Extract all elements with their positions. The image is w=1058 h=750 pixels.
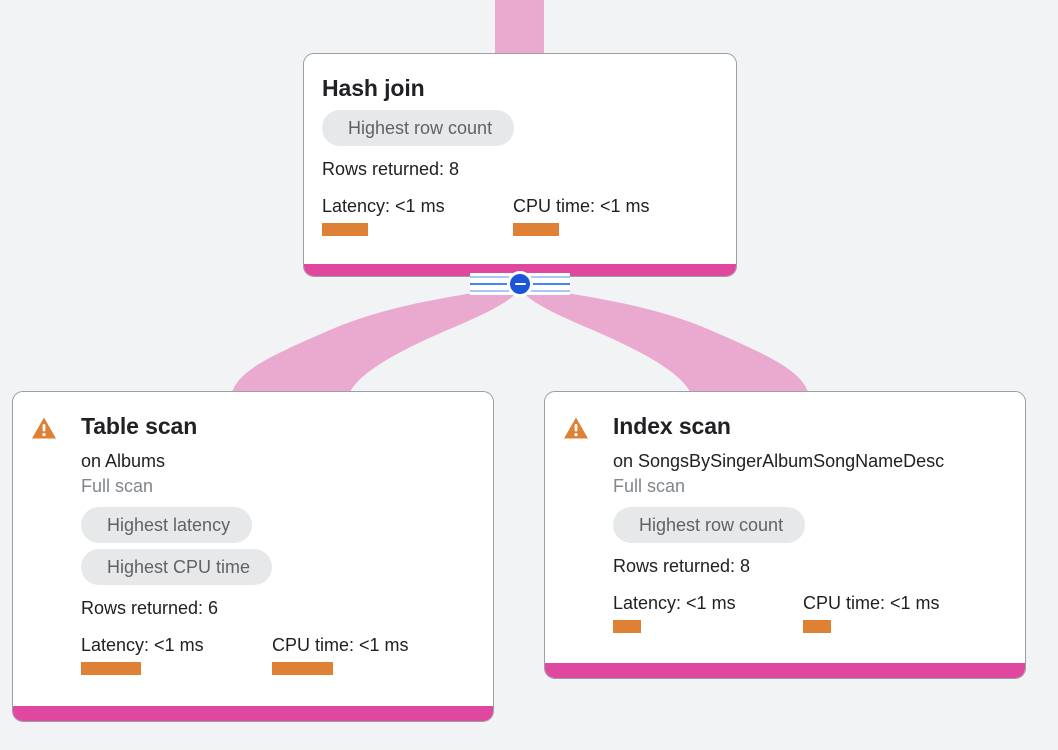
warning-triangle-icon	[32, 417, 56, 439]
metric-latency-bar	[613, 620, 641, 633]
node-body: Index scan on SongsBySingerAlbumSongName…	[545, 392, 1025, 663]
badge-highest-latency: Highest latency	[81, 507, 253, 543]
node-accent-bar	[13, 706, 493, 721]
node-header-text: Table scan	[81, 412, 475, 440]
node-title: Hash join	[322, 75, 425, 101]
node-title: Index scan	[613, 413, 731, 439]
node-header: Hash join	[322, 74, 718, 102]
badge-highest-row-count: Highest row count	[322, 110, 515, 146]
node-header-text: Index scan	[613, 412, 1007, 440]
metric-cpu-time: CPU time: <1 ms	[513, 195, 650, 236]
metric-latency: Latency: <1 ms	[322, 195, 513, 236]
metric-latency-bar	[81, 662, 141, 675]
metric-latency: Latency: <1 ms	[81, 634, 272, 675]
node-chips: Highest row count	[613, 507, 806, 543]
plan-node-index-scan[interactable]: Index scan on SongsBySingerAlbumSongName…	[544, 391, 1026, 679]
metric-cpu-time-label: CPU time: <1 ms	[513, 196, 650, 216]
node-header-text: Hash join	[322, 74, 718, 102]
node-body: Hash join Highest row count Rows returne…	[304, 54, 736, 264]
metric-cpu-time: CPU time: <1 ms	[272, 634, 409, 675]
node-metrics: Latency: <1 ms CPU time: <1 ms	[81, 634, 493, 675]
metric-latency-label: Latency: <1 ms	[81, 635, 204, 655]
metric-cpu-time-label: CPU time: <1 ms	[803, 593, 940, 613]
rows-returned: Rows returned: 8	[613, 556, 751, 576]
collapse-edge-toggle[interactable]	[470, 270, 570, 298]
metric-cpu-time-bar	[272, 662, 333, 675]
metric-latency: Latency: <1 ms	[613, 592, 803, 633]
metric-latency-label: Latency: <1 ms	[322, 196, 445, 216]
warning-triangle-icon	[564, 417, 588, 439]
node-subtitle: on Albums	[81, 451, 166, 471]
node-subtitle: on SongsBySingerAlbumSongNameDesc	[613, 451, 945, 471]
minus-icon[interactable]	[507, 271, 533, 297]
node-accent-bar	[545, 663, 1025, 678]
rows-returned: Rows returned: 6	[81, 598, 219, 618]
metric-latency-bar	[322, 223, 368, 236]
metric-cpu-time: CPU time: <1 ms	[803, 592, 940, 633]
node-title: Table scan	[81, 413, 198, 439]
edge-to-index-scan	[521, 284, 808, 392]
node-chips: Highest row count	[322, 110, 515, 146]
badge-highest-row-count: Highest row count	[613, 507, 806, 543]
node-scan-type: Full scan	[613, 476, 686, 496]
edge-incoming	[495, 0, 544, 54]
warning-slot	[563, 412, 613, 440]
warning-slot	[31, 412, 81, 440]
node-metrics: Latency: <1 ms CPU time: <1 ms	[613, 592, 1025, 633]
node-chips: Highest latency Highest CPU time	[81, 507, 273, 585]
plan-node-hash-join[interactable]: Hash join Highest row count Rows returne…	[303, 53, 737, 277]
node-header: Table scan	[31, 412, 475, 440]
metric-cpu-time-bar	[803, 620, 831, 633]
metric-latency-label: Latency: <1 ms	[613, 593, 736, 613]
metric-cpu-time-label: CPU time: <1 ms	[272, 635, 409, 655]
node-accent-bar	[304, 264, 736, 276]
metric-cpu-time-bar	[513, 223, 559, 236]
node-body: Table scan on Albums Full scan Highest l…	[13, 392, 493, 706]
plan-node-table-scan[interactable]: Table scan on Albums Full scan Highest l…	[12, 391, 494, 722]
node-metrics: Latency: <1 ms CPU time: <1 ms	[322, 195, 718, 236]
edge-to-table-scan	[232, 284, 519, 392]
rows-returned: Rows returned: 8	[322, 159, 460, 179]
badge-highest-cpu-time: Highest CPU time	[81, 549, 273, 585]
node-scan-type: Full scan	[81, 476, 154, 496]
node-header: Index scan	[563, 412, 1007, 440]
